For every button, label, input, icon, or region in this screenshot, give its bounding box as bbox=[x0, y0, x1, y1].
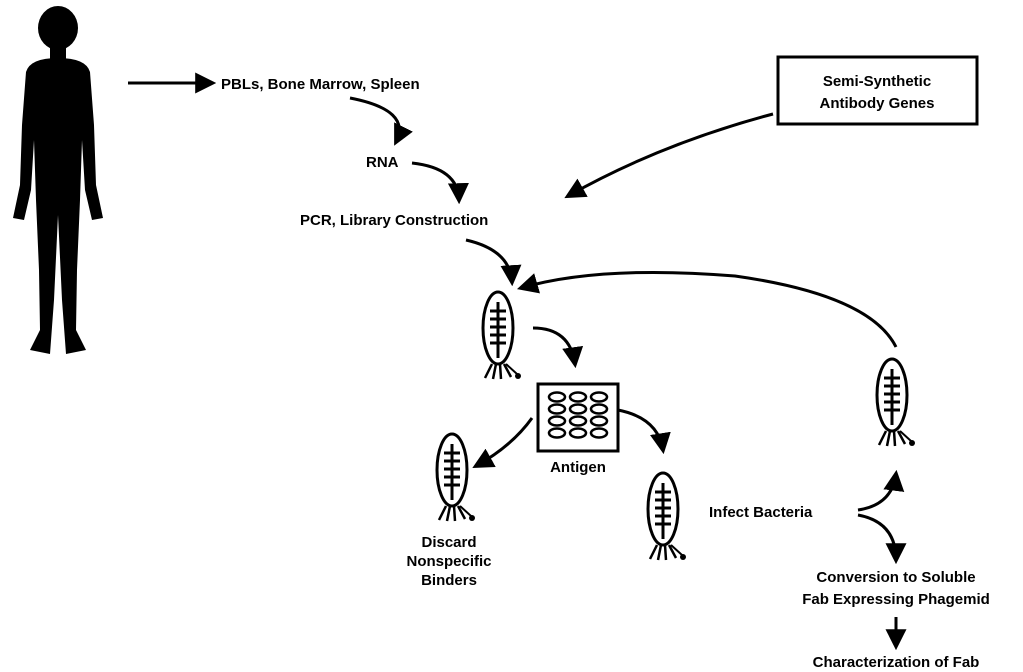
characterization-label: Characterization of Fab bbox=[813, 654, 980, 671]
phage-icon bbox=[435, 432, 477, 523]
synthetic-label-line1: Semi-Synthetic bbox=[823, 73, 931, 90]
conversion-label-line1: Conversion to Soluble bbox=[816, 569, 975, 586]
synthetic-label-line2: Antibody Genes bbox=[819, 95, 934, 112]
arrow-recycle-to-phage bbox=[516, 270, 898, 348]
arrow-synthetic-to-pcr bbox=[564, 112, 774, 199]
arrow-tissues-to-rna bbox=[349, 96, 413, 146]
tissues-label: PBLs, Bone Marrow, Spleen bbox=[221, 76, 420, 93]
arrow-plate-to-bound-phage bbox=[617, 408, 671, 455]
arrow-phage-to-plate bbox=[532, 326, 584, 369]
phage-icon bbox=[646, 471, 688, 562]
arrow-infect-to-phage bbox=[857, 469, 905, 512]
antigen-plate-icon bbox=[536, 382, 620, 453]
semi-synthetic-box bbox=[776, 55, 979, 126]
pcr-label: PCR, Library Construction bbox=[300, 212, 488, 229]
phage-icon bbox=[875, 357, 917, 448]
arrow-pcr-to-phage bbox=[465, 238, 522, 287]
arrow-plate-to-discard bbox=[472, 417, 534, 469]
rna-label: RNA bbox=[366, 154, 399, 171]
discard-label-line3: Binders bbox=[421, 572, 477, 589]
arrows bbox=[128, 72, 907, 651]
antigen-label: Antigen bbox=[550, 459, 606, 476]
conversion-label-line2: Fab Expressing Phagemid bbox=[802, 591, 990, 608]
arrow-infect-to-conversion bbox=[857, 513, 907, 565]
phage-icon bbox=[481, 290, 523, 381]
discard-label-line1: Discard bbox=[421, 534, 476, 551]
human-silhouette-icon bbox=[13, 6, 103, 354]
arrow-rna-to-pcr bbox=[411, 161, 469, 205]
infect-label: Infect Bacteria bbox=[709, 504, 813, 521]
discard-label-line2: Nonspecific bbox=[406, 553, 491, 570]
